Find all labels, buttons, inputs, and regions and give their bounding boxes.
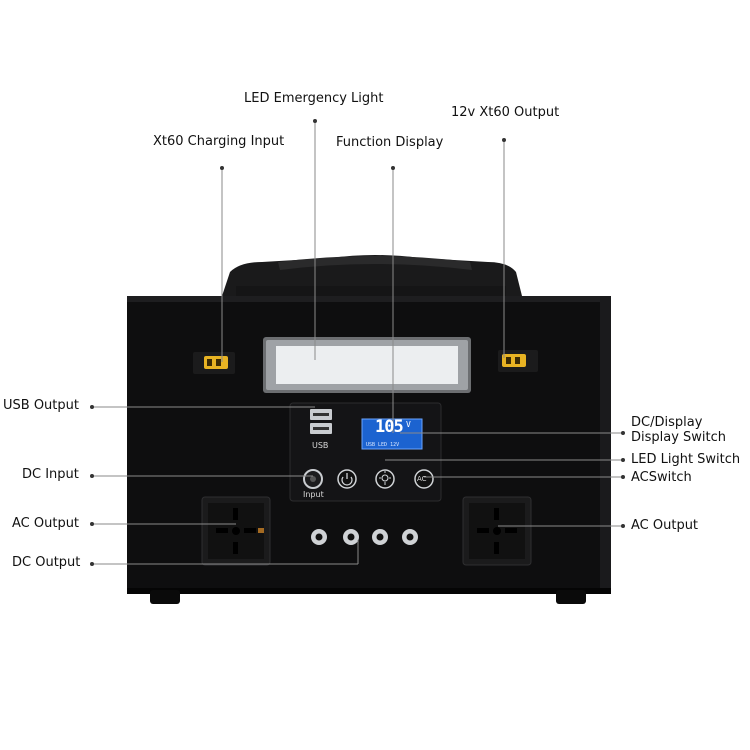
dc-output-ports (311, 529, 418, 545)
xt60-charging-input-port (193, 352, 235, 374)
input-port-text: Input (303, 490, 324, 499)
lcd-indicators: USB LED 12V (366, 442, 400, 448)
label-usb-output: USB Output (3, 398, 79, 413)
xt60-output-port (498, 350, 538, 372)
ac-switch-button[interactable] (414, 469, 434, 489)
callout-dots (90, 119, 625, 566)
lcd-voltage-value: 105 (375, 417, 404, 437)
label-dc-input: DC Input (22, 467, 79, 482)
led-light-panel (263, 337, 471, 393)
label-xt60-charging-input: Xt60 Charging Input (153, 134, 285, 149)
usb-port-text: USB (312, 441, 329, 450)
usb-ports (310, 409, 332, 434)
carry-handle (222, 255, 522, 300)
label-ac-output-right: AC Output (631, 518, 699, 533)
label-dc-output: DC Output (12, 555, 81, 570)
lcd-voltage-unit: V (406, 420, 411, 429)
label-ac-output-left: AC Output (12, 516, 80, 531)
ac-outlet-left (201, 496, 271, 566)
label-xt60-output: 12v Xt60 Output (451, 105, 560, 120)
callout-lines (92, 120, 623, 565)
led-light-button[interactable] (375, 469, 395, 489)
ac-button-text: AC (417, 475, 427, 483)
label-led-emergency-light: LED Emergency Light (244, 91, 384, 106)
foot-left (150, 590, 180, 604)
function-lcd-display (361, 418, 423, 450)
label-function-display: Function Display (336, 135, 444, 150)
foot-right (556, 590, 586, 604)
ac-outlet-right (462, 496, 532, 566)
label-dc-display-line2: Display Switch (631, 430, 727, 445)
label-ac-switch: ACSwitch (631, 470, 692, 485)
label-dc-display-line1: DC/Display (631, 415, 703, 430)
label-led-light-switch: LED Light Switch (631, 452, 741, 467)
